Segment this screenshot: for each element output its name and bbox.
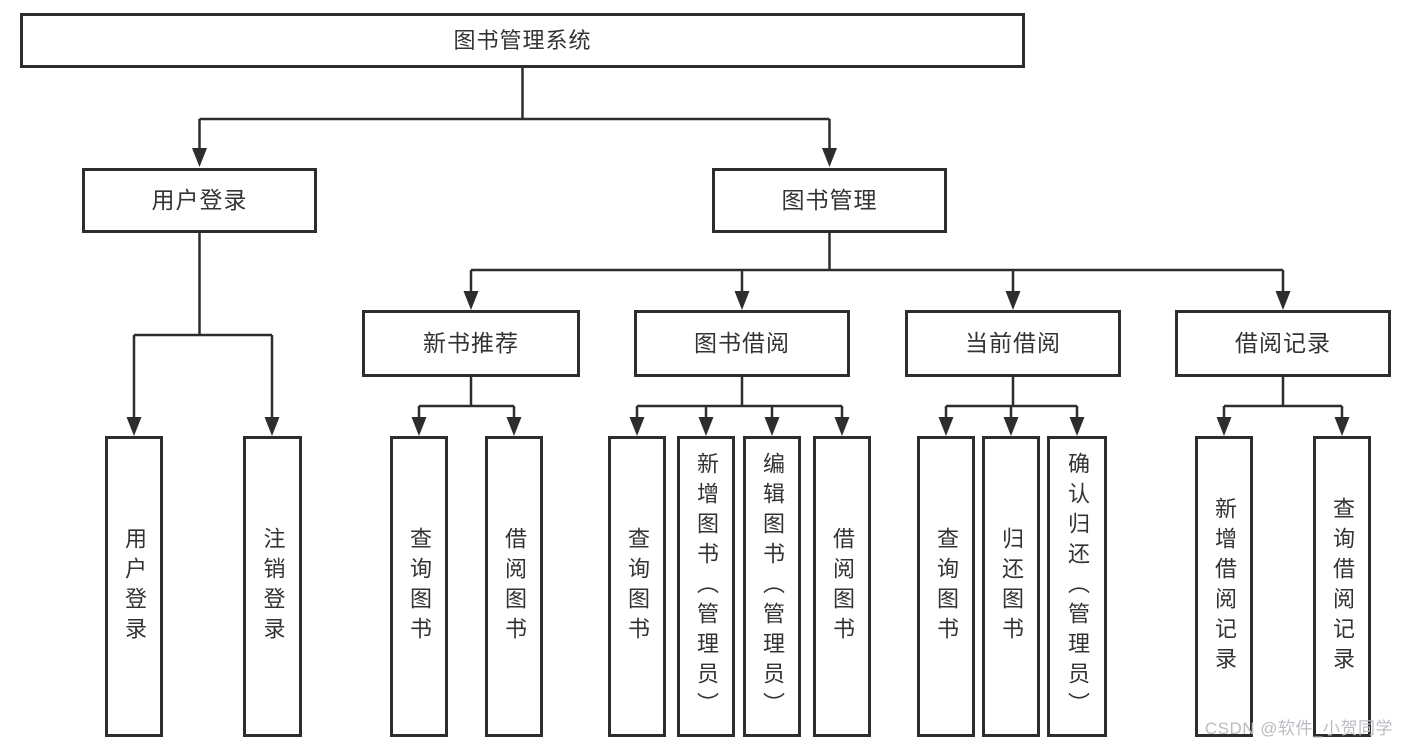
node-user-login: 用户登录 [82,168,317,233]
csdn-watermark: CSDN @软件_小贺同学 [1204,719,1393,738]
connector-root-to-level2 [192,68,837,167]
connector-book-mgmt-to-level3 [463,233,1291,310]
connector-new-book-rec-to-children [411,377,522,436]
node-new-book-recommendation: 新书推荐 [362,310,580,377]
leaf-query-borrow-record: 查询借阅记录 [1313,436,1371,737]
node-borrowing-records: 借阅记录 [1175,310,1391,377]
leaf-edit-books-admin: 编辑图书（管理员） [743,436,801,737]
leaf-query-books-rec: 查询图书 [390,436,448,737]
connector-user-login-to-children [126,233,280,436]
leaf-add-books-admin: 新增图书（管理员） [677,436,735,737]
leaf-borrow-books: 借阅图书 [813,436,871,737]
leaf-return-books: 归还图书 [982,436,1040,737]
node-current-borrowing: 当前借阅 [905,310,1121,377]
node-book-management-system: 图书管理系统 [20,13,1025,68]
leaf-user-login: 用户登录 [105,436,163,737]
node-book-borrowing: 图书借阅 [634,310,850,377]
connector-borrow-records-to-children [1216,377,1350,436]
leaf-query-books-current: 查询图书 [917,436,975,737]
leaf-borrow-books-rec: 借阅图书 [485,436,543,737]
leaf-query-books-borrow: 查询图书 [608,436,666,737]
connector-current-borrow-to-children [938,377,1085,436]
connector-book-borrow-to-children [629,377,850,436]
leaf-add-borrow-record: 新增借阅记录 [1195,436,1253,737]
leaf-confirm-return-admin: 确认归还（管理员） [1047,436,1107,737]
node-book-management: 图书管理 [712,168,947,233]
leaf-logout: 注销登录 [243,436,302,737]
